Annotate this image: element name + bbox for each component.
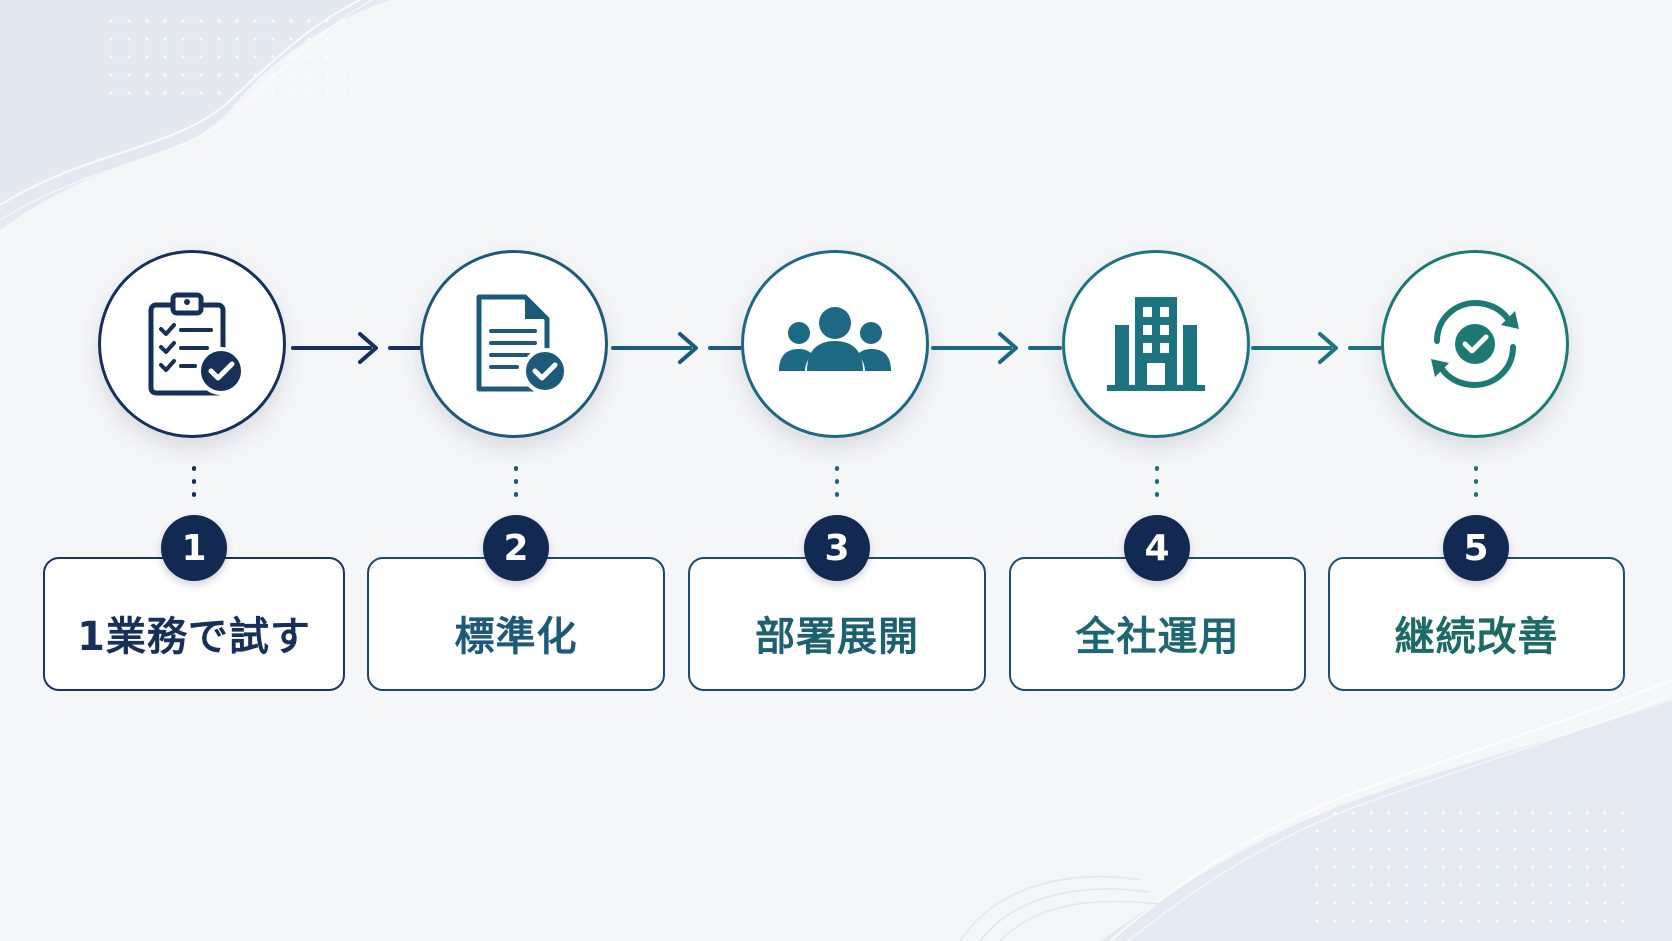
- step-2-icon-circle: [420, 250, 608, 438]
- step-4: 全社運用 4: [1009, 0, 1306, 941]
- step-5: 継続改善 5: [1328, 0, 1625, 941]
- people-group-icon: [779, 307, 891, 371]
- step-1-icon-circle: [98, 250, 286, 438]
- step-1-dotted-connector: [192, 462, 196, 502]
- step-2-number-badge: 2: [483, 515, 549, 581]
- step-3-icon-circle: [741, 250, 929, 438]
- step-2: 標準化 2: [367, 0, 665, 941]
- step-4-label: 全社運用: [1075, 614, 1240, 660]
- step-4-dotted-connector: [1155, 462, 1159, 502]
- cycle-check-icon: [1431, 299, 1519, 389]
- step-5-label: 継続改善: [1394, 614, 1559, 660]
- arrow-2-to-3: [611, 332, 742, 364]
- step-3: 部署展開 3: [688, 0, 986, 941]
- step-3-dotted-connector: [835, 462, 839, 502]
- arrow-3-to-4: [931, 332, 1062, 364]
- step-2-dotted-connector: [514, 462, 518, 502]
- bottom-right-dot-grid: [1310, 810, 1640, 935]
- step-5-icon-circle: [1381, 250, 1569, 438]
- step-1-number-badge: 1: [161, 515, 227, 581]
- step-4-number-badge: 4: [1124, 515, 1190, 581]
- step-3-label: 部署展開: [755, 614, 919, 660]
- document-check-icon: [476, 294, 568, 394]
- arrow-4-to-5: [1251, 332, 1382, 364]
- top-left-dot-grid: [95, 10, 345, 95]
- office-building-icon: [1107, 297, 1205, 391]
- step-5-number-badge: 5: [1443, 515, 1509, 581]
- step-1: 1業務で試す 1: [43, 0, 345, 941]
- arrow-1-to-2: [291, 332, 422, 364]
- step-2-label: 標準化: [454, 614, 578, 660]
- step-1-label: 1業務で試す: [77, 614, 311, 660]
- step-5-dotted-connector: [1474, 462, 1478, 502]
- clipboard-check-icon: [148, 292, 245, 396]
- step-4-icon-circle: [1062, 250, 1250, 438]
- step-3-number-badge: 3: [804, 515, 870, 581]
